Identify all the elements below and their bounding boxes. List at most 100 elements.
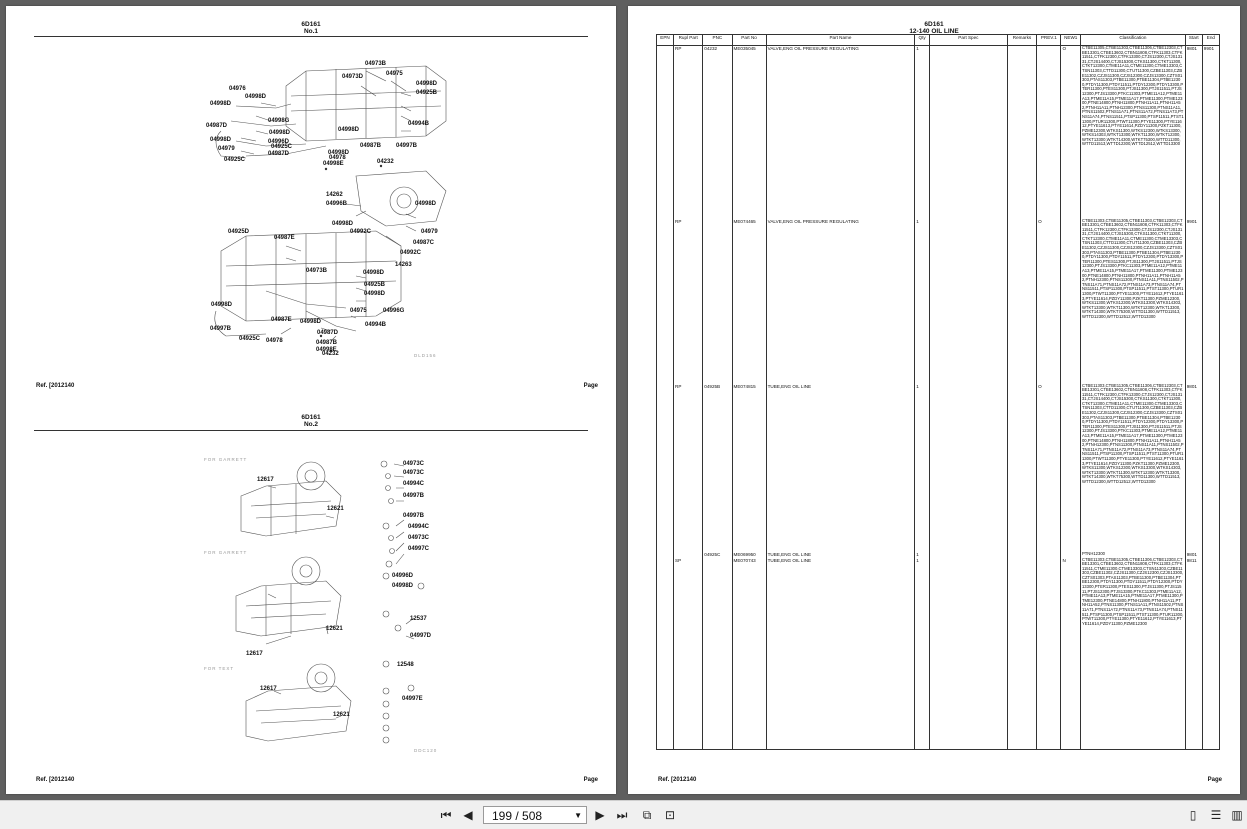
column-header: PNC: [702, 34, 733, 46]
diagram2-callout: 12548: [397, 662, 414, 668]
cell-epn: [655, 383, 675, 552]
column-header: Start: [1184, 34, 1203, 46]
cell-new1: [1060, 551, 1081, 558]
empty-cell: [1201, 669, 1221, 750]
footer-page-2: Page: [583, 777, 598, 783]
diagram1-callout: 04998D: [269, 130, 291, 136]
cell-epn: [655, 218, 675, 384]
last-page-icon[interactable]: ⏭: [616, 808, 628, 822]
diagram1-callout: 04987D: [206, 123, 228, 129]
diagram1-callout: 04987E: [274, 235, 295, 241]
diagram2-callout: 12621: [333, 712, 350, 718]
cell-end: [1201, 557, 1221, 670]
diagram1-callout: 04987C: [413, 240, 435, 246]
cell-end: [1201, 383, 1221, 552]
cell-name: TUBE,ENG OIL LINE: [765, 557, 916, 670]
chevron-down-icon[interactable]: ▼: [574, 811, 582, 820]
single-page-icon[interactable]: ▯: [1189, 808, 1197, 822]
page-title-2: No.2: [303, 421, 319, 428]
footer-ref: Ref. [2012140: [658, 777, 697, 783]
diagram2-callout: 12617: [246, 651, 263, 657]
cell-remarks: [1006, 218, 1038, 384]
cell-name: VALVE,ENG OIL PRESSURE REGULATING: [765, 218, 916, 384]
copy-page-icon[interactable]: ⧉: [642, 808, 652, 822]
cell-rupl: RP: [673, 218, 704, 384]
empty-cell: [928, 669, 1008, 750]
next-page-icon[interactable]: ▶: [595, 808, 605, 822]
diagram2-callout: 04994C: [403, 481, 425, 487]
cell-pnc: 04925C: [702, 551, 733, 558]
fit-page-icon[interactable]: ⊡: [664, 808, 676, 822]
diagram1-callout: 04996D: [268, 139, 290, 145]
diagram1-callout: 04996G: [383, 308, 405, 314]
diagram1-callout: 04998D: [332, 221, 354, 227]
diagram1-callout: 04925C: [224, 157, 246, 163]
diagram2-callout: 12621: [327, 506, 344, 512]
diagram1-callout: 04978: [266, 338, 283, 344]
column-header: Qty: [914, 34, 930, 46]
empty-cell: [673, 669, 704, 750]
diagram1-callout: 04987E: [271, 317, 292, 323]
diagram1-callout: 04998D: [210, 137, 232, 143]
header-rule-2: [34, 430, 588, 431]
continuous-page-icon[interactable]: ☰: [1210, 808, 1222, 822]
cell-prev: O: [1036, 218, 1062, 384]
page-code: 6D161: [924, 21, 944, 28]
diagram2-callout: 04998D: [392, 583, 414, 589]
diagram1-callout: 04232: [377, 159, 394, 165]
diagram1-callout: 04998D: [364, 291, 386, 297]
prev-page-icon[interactable]: ◀: [463, 808, 473, 822]
cell-end: [1201, 551, 1221, 558]
column-header: Part Spec: [928, 34, 1008, 46]
cell-part-no: ME074465: [731, 218, 767, 384]
cell-classification: CTBE11303,CTBE11305,CTBE11306,CTBE12303,…: [1079, 383, 1186, 552]
cell-part-no: ME070743: [731, 557, 767, 670]
diagram1-callout: 04976: [229, 86, 246, 92]
cell-start: 9901: [1184, 218, 1203, 384]
cell-remarks: [1006, 383, 1038, 552]
cell-end: 9901: [1201, 45, 1221, 219]
diagram2-callout: 12617: [257, 477, 274, 483]
first-page-icon[interactable]: ⏮: [440, 808, 452, 822]
diagram1-callout: 04997B: [210, 326, 232, 332]
cell-classification: CTBE11305,CTBE11303,CTBE11306,CTBE12303,…: [1079, 45, 1186, 219]
column-header: Classification: [1079, 34, 1186, 46]
diagram1-callout: 04987D: [317, 330, 339, 336]
empty-cell: [1184, 669, 1203, 750]
footer-ref-2: Ref. [2012140: [36, 777, 75, 783]
cell-qty: 1: [914, 218, 930, 384]
cell-name: TUBE,ENG OIL LINE: [765, 383, 916, 552]
empty-cell: [1079, 669, 1186, 750]
cell-prev: [1036, 557, 1062, 670]
diagram2-note: DDC120: [414, 748, 438, 753]
footer-page: Page: [583, 383, 598, 389]
page-code: 6D161: [301, 21, 321, 28]
double-page-icon[interactable]: ▥: [1231, 808, 1243, 822]
column-header: End: [1201, 34, 1221, 46]
diagram2-callout: 12617: [260, 686, 277, 692]
page-number-input[interactable]: 199 / 508 ▼: [483, 806, 587, 824]
diagram1-callout: 04998D: [328, 150, 350, 156]
cell-prev: [1036, 45, 1062, 219]
table-filler-row: [655, 669, 1221, 750]
diagram1-callout: 04998D: [338, 127, 360, 133]
cell-end: [1201, 218, 1221, 384]
diagram1-callout: 04925B: [416, 90, 438, 96]
diagram2-callout: 04997B: [403, 513, 425, 519]
diagram2-callout: 04997C: [408, 546, 430, 552]
engine-diagram-1: [214, 65, 447, 353]
cell-name: TUBE,ENG OIL LINE: [765, 551, 916, 558]
column-header: EPN: [655, 34, 675, 46]
cell-pnc: 04232: [702, 45, 733, 219]
cell-qty: 1: [914, 557, 930, 670]
cell-start: 9801: [1184, 45, 1203, 219]
cell-qty: 1: [914, 45, 930, 219]
diagram1-callout: 04979: [421, 229, 438, 235]
